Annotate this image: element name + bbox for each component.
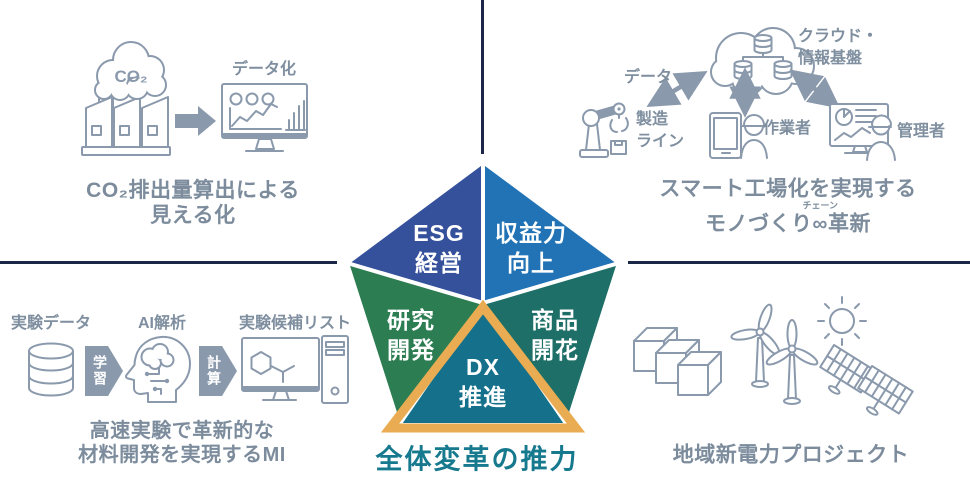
dx-triangle-outline: [380, 299, 586, 433]
divider-right-horizontal: [628, 261, 970, 264]
learn-arrow-label: 学習: [92, 355, 108, 387]
mi-caption: 高速実験で革新的な 材料開発を実現するMI: [78, 420, 286, 466]
data-monitor-icon: [221, 83, 308, 152]
divider-top-vertical: [481, 0, 484, 154]
solar-panels-icon: [819, 344, 914, 416]
arrow-right-icon: [175, 106, 216, 136]
smart-factory-caption: スマート工場化を実現する モノづくりチェーン∞革新: [659, 177, 917, 236]
cubes-icon: [633, 327, 722, 396]
manager-dashboard-icon: [829, 103, 896, 161]
worker-label: 作業者: [763, 120, 812, 137]
ai-brain-icon: [125, 335, 191, 403]
arrow-manager-cloud-icon: [789, 69, 841, 109]
segment-product-label: 商品 開花: [531, 307, 579, 363]
db-label: 実験データ: [10, 315, 92, 332]
wind-turbines-icon: [730, 303, 819, 405]
infinity-symbol: ∞: [812, 212, 828, 236]
cloud-label: クラウド・ 情報基盤: [798, 28, 879, 67]
calc-arrow-icon: [199, 346, 237, 396]
calc-arrow-label: 計算: [206, 355, 222, 387]
robot-arm-icon: [579, 102, 629, 158]
sun-icon: [817, 296, 867, 346]
divider-left-horizontal: [0, 261, 337, 264]
co2-cloud-icon: CO₂: [94, 41, 167, 101]
ai-label: AI解析: [137, 315, 187, 332]
segment-profit-label: 収益力 向上: [495, 220, 567, 276]
worker-tablet-icon: [709, 112, 768, 159]
learn-arrow-icon: [85, 346, 123, 396]
co2-caption: CO₂排出量算出による 見える化: [86, 179, 300, 227]
data-label: データ: [623, 69, 673, 86]
energy-caption: 地域新電力プロジェクト: [672, 443, 910, 467]
pentagon-caption: 全体変革の推力: [375, 444, 579, 475]
robot-label: 製造 ライン: [636, 111, 685, 150]
workstation-icon: [241, 335, 349, 404]
monitor-label: データ化: [231, 61, 297, 78]
manager-label: 管理者: [897, 123, 946, 140]
segment-dx-label: DX 推進: [459, 354, 507, 410]
factory-icon: [81, 84, 171, 156]
database-icon: [28, 342, 74, 397]
arrow-robot-cloud-icon: [646, 71, 708, 107]
ruby-chain: チェーン: [802, 200, 839, 211]
list-label: 実験候補リスト: [238, 315, 352, 332]
co2-cloud-label: CO₂: [114, 67, 147, 86]
segment-rnd-label: 研究 開発: [387, 307, 435, 363]
segment-esg-label: ESG 経営: [413, 220, 465, 276]
